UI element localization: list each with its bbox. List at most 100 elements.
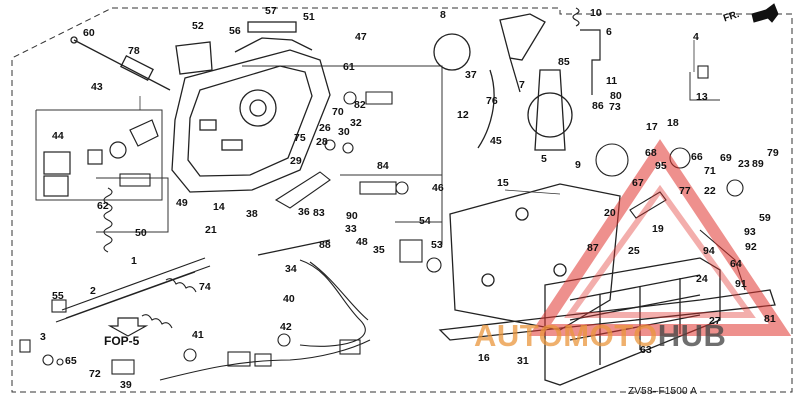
part-label-14: 14 (213, 201, 225, 213)
part-label-66: 66 (691, 151, 703, 163)
part-label-45: 45 (490, 135, 502, 147)
part-label-23: 23 (738, 158, 750, 170)
part-label-83: 83 (313, 207, 325, 219)
part-label-30: 30 (338, 126, 350, 138)
part-label-54: 54 (419, 215, 431, 227)
part-label-57: 57 (265, 5, 277, 17)
part-label-26: 26 (319, 122, 331, 134)
part-label-53: 53 (431, 239, 443, 251)
leader-lines (139, 40, 695, 195)
part-label-52: 52 (192, 20, 204, 32)
remote-lever (433, 13, 573, 151)
part-label-95: 95 (655, 160, 667, 172)
part-label-80: 80 (610, 90, 622, 102)
part-label-62: 62 (97, 200, 109, 212)
part-label-27: 27 (709, 315, 721, 327)
part-label-46: 46 (432, 182, 444, 194)
part-label-12: 12 (457, 109, 469, 121)
neutral-lever (572, 7, 601, 95)
part-label-94: 94 (703, 245, 715, 257)
part-label-16: 16 (478, 352, 490, 364)
part-label-13: 13 (696, 91, 708, 103)
part-label-5: 5 (541, 153, 547, 165)
part-label-10: 10 (590, 7, 602, 19)
part-label-22: 22 (704, 185, 716, 197)
part-label-40: 40 (283, 293, 295, 305)
part-label-86: 86 (592, 100, 604, 112)
figure-code: ZV58–F1500 A (628, 386, 698, 397)
part-label-71: 71 (704, 165, 716, 177)
watermark-text: AUTOMOTOHUB (474, 318, 726, 354)
part-label-49: 49 (176, 197, 188, 209)
part-label-25: 25 (628, 245, 640, 257)
frame-outline (11, 7, 793, 393)
part-label-33: 33 (345, 223, 357, 235)
part-label-47: 47 (355, 31, 367, 43)
part-label-85: 85 (558, 56, 570, 68)
part-label-41: 41 (192, 329, 204, 341)
part-label-1: 1 (131, 255, 137, 267)
wiring-harness (159, 259, 371, 381)
switch-assembly (43, 119, 159, 197)
part-label-90: 90 (346, 210, 358, 222)
part-label-82: 82 (354, 99, 366, 111)
part-label-19: 19 (652, 223, 664, 235)
part-label-89: 89 (752, 158, 764, 170)
part-label-21: 21 (205, 224, 217, 236)
part-label-69: 69 (720, 152, 732, 164)
part-label-15: 15 (497, 177, 509, 189)
part-label-6: 6 (606, 26, 612, 38)
part-label-72: 72 (89, 368, 101, 380)
part-label-48: 48 (356, 236, 368, 248)
watermark-text-part2: HUB (657, 318, 727, 353)
part-label-32: 32 (350, 117, 362, 129)
part-label-77: 77 (679, 185, 691, 197)
part-label-2: 2 (90, 285, 96, 297)
throttle-rod (70, 36, 171, 91)
part-label-7: 7 (519, 79, 525, 91)
part-label-20: 20 (604, 207, 616, 219)
part-label-73: 73 (609, 101, 621, 113)
part-label-28: 28 (316, 136, 328, 148)
fop-reference-label: FOP-5 (104, 334, 140, 348)
coil-cord (103, 173, 151, 253)
shift-rod (257, 239, 331, 256)
part-label-81: 81 (764, 313, 776, 325)
part-label-91: 91 (735, 278, 747, 290)
part-label-61: 61 (343, 61, 355, 73)
center-linkage (274, 91, 442, 273)
part-label-76: 76 (486, 95, 498, 107)
part-label-68: 68 (645, 147, 657, 159)
part-label-67: 67 (632, 177, 644, 189)
part-label-31: 31 (517, 355, 529, 367)
front-direction-arrow (751, 3, 779, 23)
part-label-42: 42 (280, 321, 292, 333)
part-label-4: 4 (693, 31, 699, 43)
part-label-65: 65 (65, 355, 77, 367)
detail-boxes (35, 65, 720, 245)
part-label-29: 29 (290, 155, 302, 167)
part-label-43: 43 (91, 81, 103, 93)
part-label-84: 84 (377, 160, 389, 172)
watermark-text-part1: AUTOMOTO (474, 318, 658, 353)
part-label-24: 24 (696, 273, 708, 285)
watermark-logo (528, 139, 792, 336)
part-label-18: 18 (667, 117, 679, 129)
control-cables (51, 257, 211, 329)
part-label-92: 92 (745, 241, 757, 253)
part-label-56: 56 (229, 25, 241, 37)
part-label-79: 79 (767, 147, 779, 159)
bottom-left-hardware (19, 339, 135, 375)
part-label-17: 17 (646, 121, 658, 133)
part-label-60: 60 (83, 27, 95, 39)
part-label-50: 50 (135, 227, 147, 239)
part-label-64: 64 (730, 258, 742, 270)
part-label-93: 93 (744, 226, 756, 238)
part-label-88: 88 (319, 239, 331, 251)
part-label-59: 59 (759, 212, 771, 224)
part-label-37: 37 (465, 69, 477, 81)
part-label-36: 36 (298, 206, 310, 218)
part-label-75: 75 (294, 132, 306, 144)
part-label-8: 8 (440, 9, 446, 21)
